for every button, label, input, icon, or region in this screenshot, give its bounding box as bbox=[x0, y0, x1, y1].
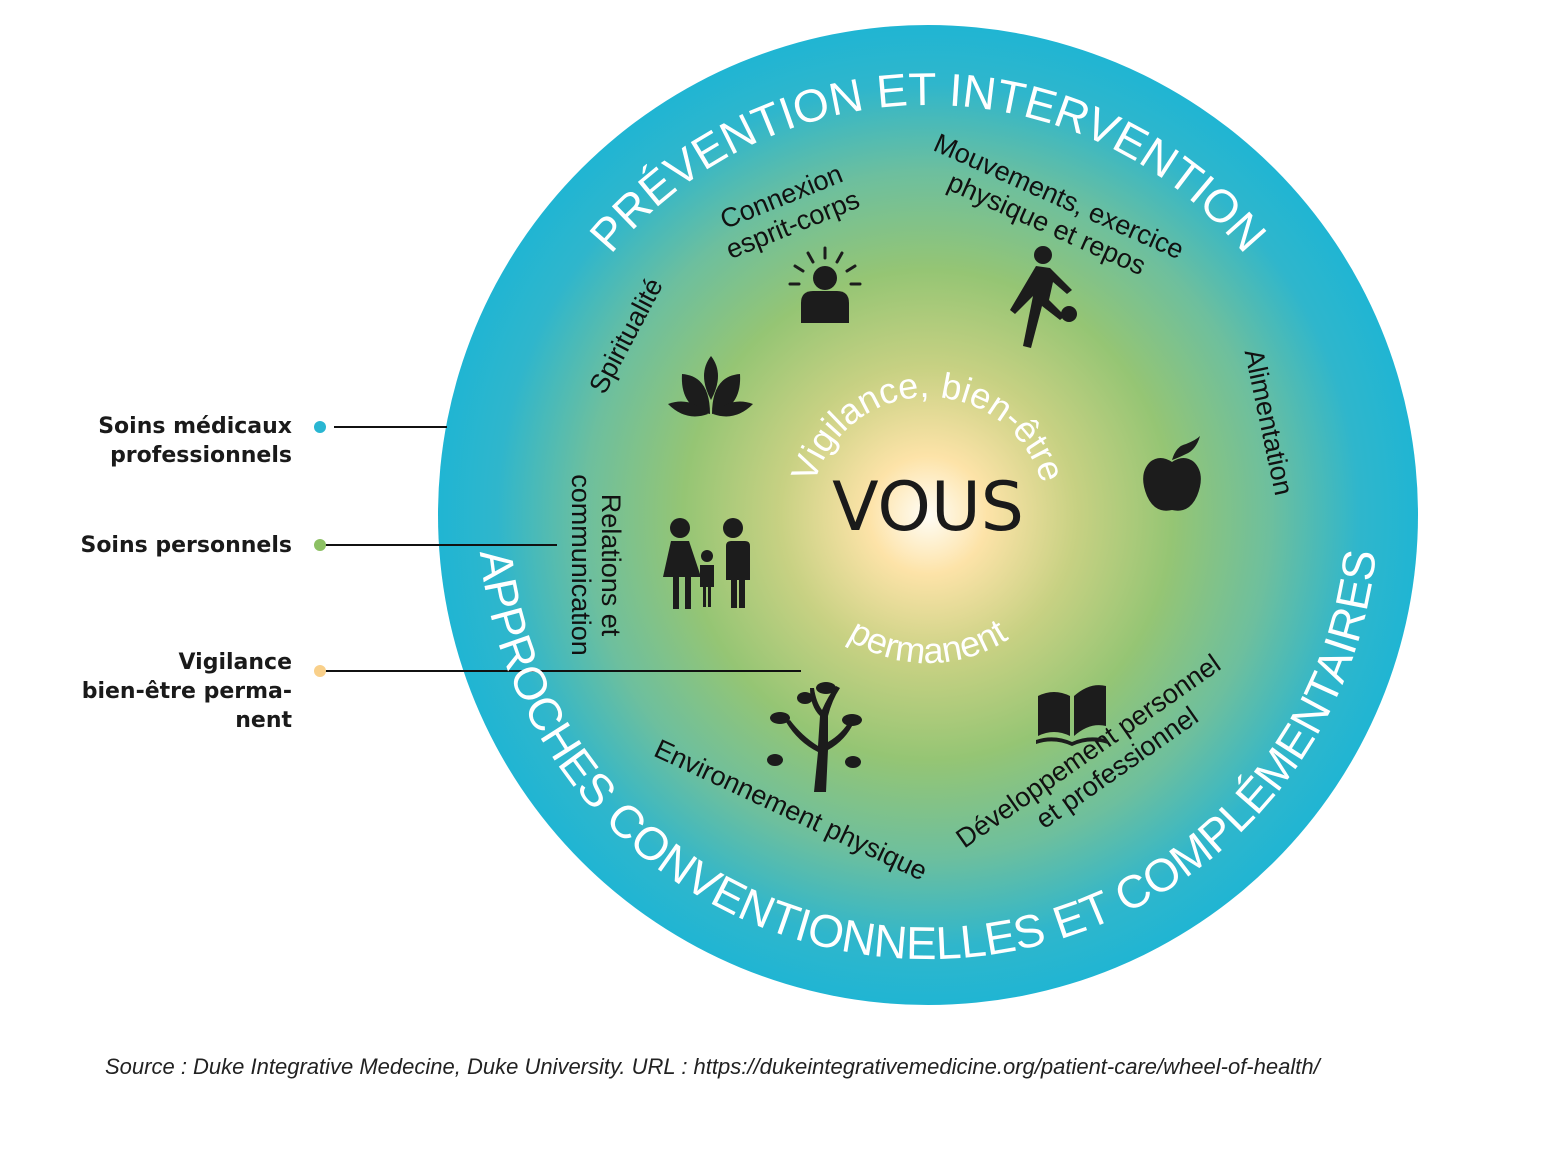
center-label: VOUS bbox=[832, 468, 1024, 547]
legend-item-medical: Soins médicaux professionnels bbox=[98, 412, 292, 470]
legend-dot-medical bbox=[314, 421, 326, 433]
tree-icon bbox=[767, 682, 862, 792]
legend-text: bien-être perma- bbox=[81, 679, 292, 704]
segment-label-relations: Relations etcommunication bbox=[566, 474, 626, 656]
mind-body-icon bbox=[788, 246, 862, 323]
book-icon bbox=[1036, 685, 1108, 746]
legend-text: nent bbox=[235, 708, 292, 733]
apple-icon bbox=[1143, 436, 1201, 511]
family-icon bbox=[663, 518, 750, 609]
legend-text: professionnels bbox=[110, 443, 292, 468]
legend-dot-vigilance bbox=[314, 665, 326, 677]
wheel-circle bbox=[438, 25, 1418, 1005]
legend-connectors bbox=[314, 421, 801, 677]
exercise-icon bbox=[1010, 246, 1077, 348]
legend-text: Soins médicaux bbox=[98, 414, 292, 439]
legend-dot-personal bbox=[314, 539, 326, 551]
legend-text: Vigilance bbox=[178, 650, 292, 675]
legend-item-personal: Soins personnels bbox=[80, 531, 292, 560]
lotus-icon bbox=[668, 356, 753, 417]
legend-item-vigilance: Vigilance bien-être perma- nent bbox=[82, 648, 292, 735]
source-caption: Source : Duke Integrative Medecine, Duke… bbox=[105, 1054, 1320, 1079]
legend-text: Soins personnels bbox=[80, 533, 292, 558]
